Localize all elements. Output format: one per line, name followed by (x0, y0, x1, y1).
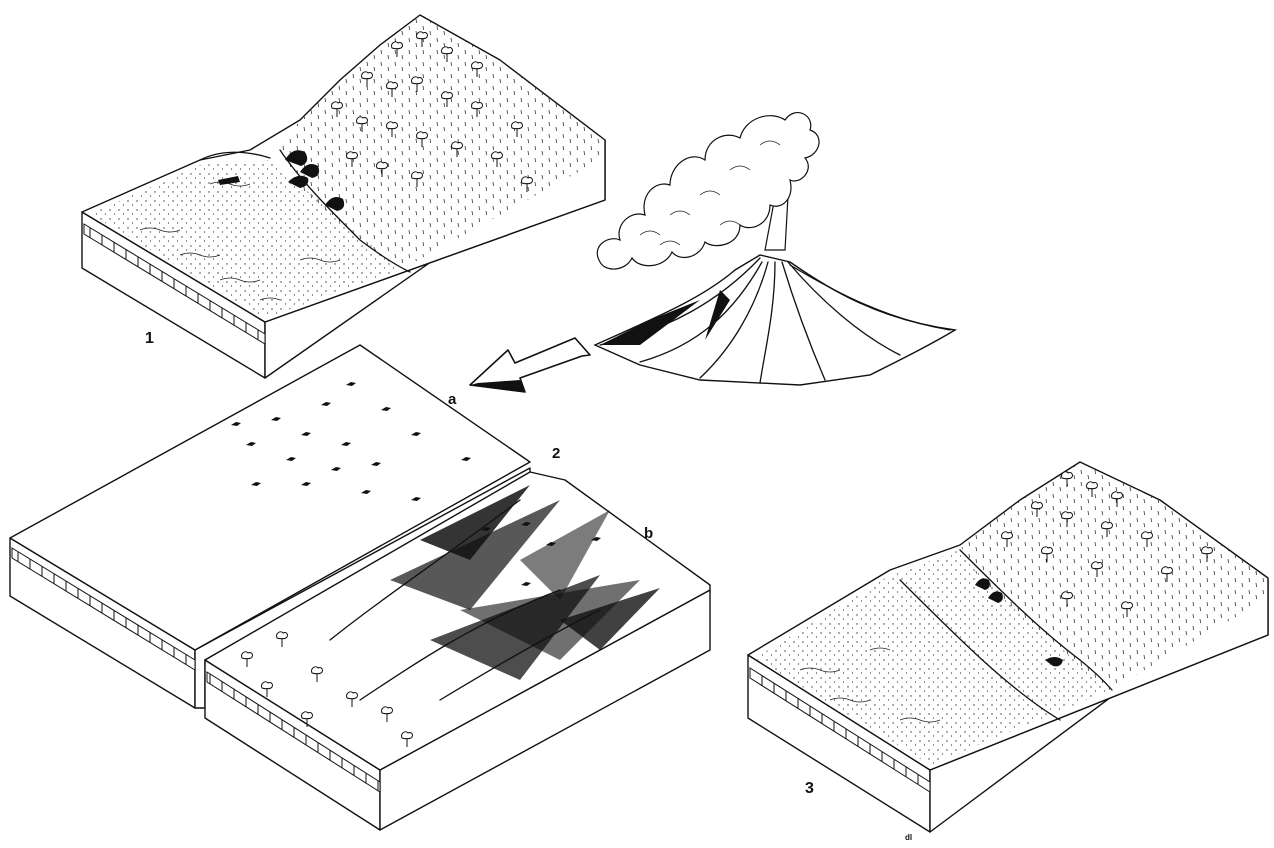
eruption-cloud-icon (597, 113, 819, 269)
block-2-label: 2 (552, 445, 560, 462)
marker-a: a (448, 391, 457, 408)
volcano-icon (595, 255, 955, 385)
block-3-label: 3 (805, 780, 814, 797)
block-3-post-eruption-landscape: 3 dl (748, 462, 1268, 842)
signature: dl (905, 833, 912, 842)
block-1-pre-eruption-landscape: 1 (82, 15, 605, 378)
arrow-icon (470, 338, 590, 392)
block-1-label: 1 (145, 330, 154, 347)
